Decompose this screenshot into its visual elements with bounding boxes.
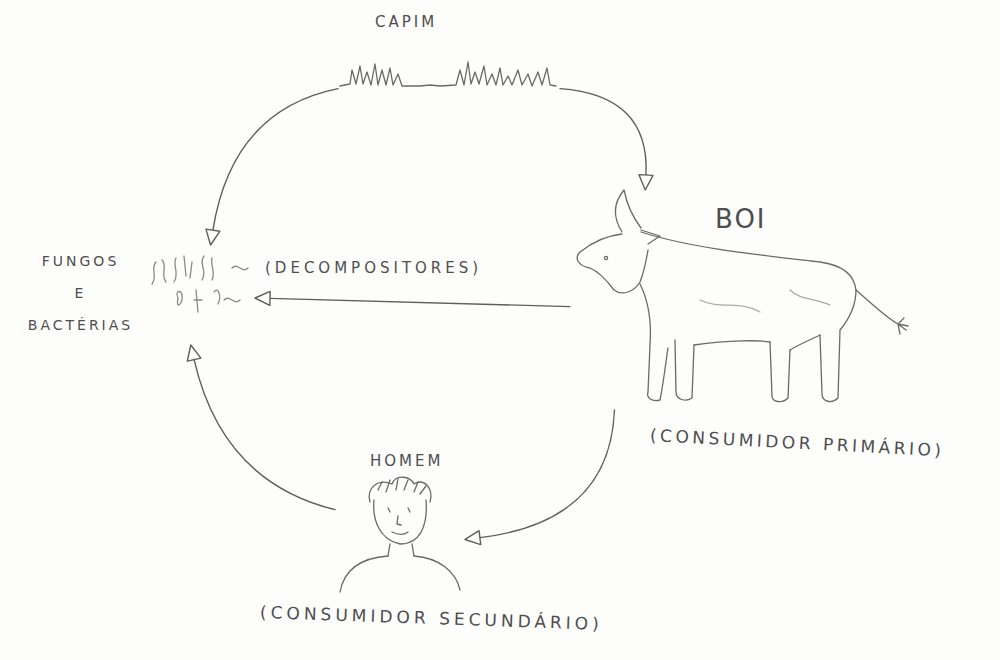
decomposer-node: FUNGOS E BACTÉRIAS(DECOMPOSITORES) — [8, 245, 255, 345]
food-chain-arrow — [206, 89, 338, 245]
organism-name: HOMEM — [370, 452, 443, 470]
organism-name: FUNGOS E BACTÉRIAS — [8, 245, 153, 341]
decomposer-scribbles — [152, 256, 248, 312]
arrow-line — [194, 360, 335, 510]
food-chain-arrow — [560, 89, 653, 190]
organism-name: BOI — [715, 204, 767, 234]
cow-drawing — [577, 190, 908, 402]
open-arrowhead — [465, 531, 481, 545]
trophic-role: (DECOMPOSITORES) — [265, 259, 482, 277]
food-chain-arrow — [187, 345, 335, 510]
organism-name: CAPIM — [375, 13, 437, 31]
arrow-line — [560, 89, 646, 175]
trophic-role: (CONSUMIDOR SECUNDÁRIO) — [260, 602, 604, 634]
arrow-line — [270, 298, 570, 306]
open-arrowhead — [187, 345, 201, 361]
producer-node: CAPIM — [338, 5, 560, 93]
arrow-line — [213, 89, 338, 231]
trophic-role: (CONSUMIDOR PRIMÁRIO) — [649, 425, 945, 460]
arrow-line — [480, 410, 615, 538]
open-arrowhead — [206, 229, 220, 245]
open-arrowhead — [255, 291, 270, 305]
man-drawing — [340, 477, 460, 592]
secondary-consumer-node: HOMEM(CONSUMIDOR SECUNDÁRIO) — [335, 450, 465, 592]
grass-drawing — [340, 62, 556, 86]
open-arrowhead — [639, 175, 653, 190]
food-chain-arrow — [255, 291, 570, 306]
primary-consumer-node: BOI(CONSUMIDOR PRIMÁRIO) — [570, 190, 912, 410]
food-chain-arrow — [465, 410, 614, 545]
